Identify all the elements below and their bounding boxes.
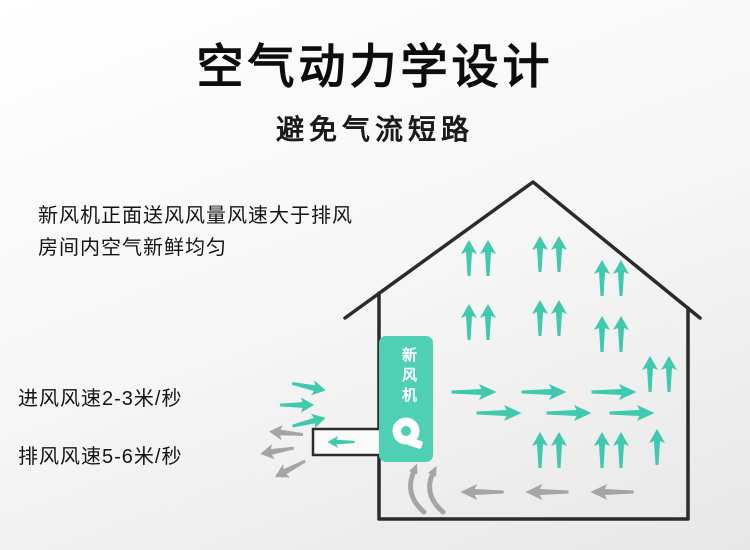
exhaust-left-arrows xyxy=(460,484,634,500)
page-subtitle: 避免气流短路 xyxy=(275,114,474,145)
up-arrow xyxy=(551,236,567,272)
exhaust-arrow xyxy=(268,423,304,443)
device-label: 新风机 xyxy=(400,347,417,407)
up-arrow xyxy=(551,300,567,336)
exhaust-duct xyxy=(311,427,385,457)
up-arrow xyxy=(649,429,665,465)
return-arrow xyxy=(427,465,446,515)
return-air-arrows xyxy=(408,463,446,515)
exhaust-speed-label: 排风风速5-6米/秒 xyxy=(18,446,183,468)
intake-speed-label: 进风风速2-3米/秒 xyxy=(18,388,183,410)
up-arrow xyxy=(480,304,496,340)
intake-arrow xyxy=(290,376,328,398)
fresh-air-right-arrows xyxy=(451,384,655,421)
fan-icon xyxy=(392,417,423,449)
return-arrow xyxy=(408,463,427,515)
exhaust-arrows-outside xyxy=(258,423,309,484)
right-arrow xyxy=(521,384,567,400)
up-arrow xyxy=(594,432,610,468)
right-arrow xyxy=(546,405,592,421)
right-arrow xyxy=(591,384,637,400)
up-arrow xyxy=(532,300,548,336)
page-title: 空气动力学设计 xyxy=(196,40,554,93)
up-arrow xyxy=(480,240,496,276)
up-arrow xyxy=(642,356,658,392)
right-arrow xyxy=(451,384,497,400)
house-roof xyxy=(343,180,702,320)
device-body xyxy=(379,336,433,462)
up-arrow xyxy=(594,260,610,296)
left-arrow xyxy=(590,484,634,500)
left-arrow xyxy=(525,484,569,500)
up-arrow xyxy=(551,432,567,468)
up-arrow xyxy=(461,304,477,340)
up-arrow xyxy=(661,356,677,392)
up-arrow xyxy=(461,240,477,276)
fresh-air-device xyxy=(379,336,433,462)
description-text: 新风机正面送风风量风速大于排风 房间内空气新鲜均匀 xyxy=(38,200,353,264)
description-line-1: 新风机正面送风风量风速大于排风 xyxy=(38,205,353,227)
intake-arrow xyxy=(279,397,315,413)
up-arrow xyxy=(532,236,548,272)
exhaust-arrow xyxy=(271,454,309,484)
right-arrow xyxy=(609,405,655,421)
left-arrow xyxy=(460,484,504,500)
up-arrow xyxy=(594,316,610,352)
up-arrow xyxy=(613,260,629,296)
right-arrow xyxy=(476,405,522,421)
description-line-2: 房间内空气新鲜均匀 xyxy=(38,237,227,259)
up-arrow xyxy=(613,316,629,352)
up-arrow xyxy=(532,432,548,468)
up-arrow xyxy=(613,432,629,468)
intake-arrows-outside xyxy=(279,376,328,434)
exhaust-arrow xyxy=(258,440,296,462)
